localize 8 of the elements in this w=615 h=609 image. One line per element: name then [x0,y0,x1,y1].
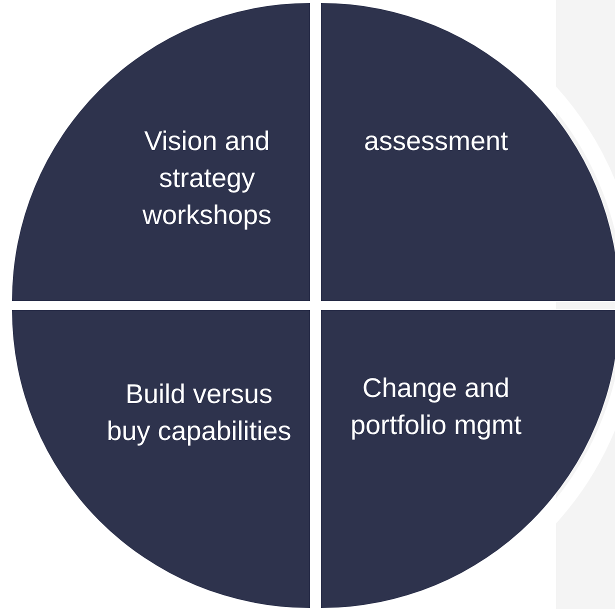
quadrant-segment [12,3,310,301]
segment-label: Vision and strategy workshops [141,125,273,232]
segment-label: assessment [362,125,510,158]
quadrant-segment [321,3,615,301]
quadrant-segment [12,310,310,608]
quadrant-segment [321,310,615,608]
segment-label: Build versus buy capabilities [106,378,292,448]
segment-label: Change and portfolio mgmt [349,372,523,442]
